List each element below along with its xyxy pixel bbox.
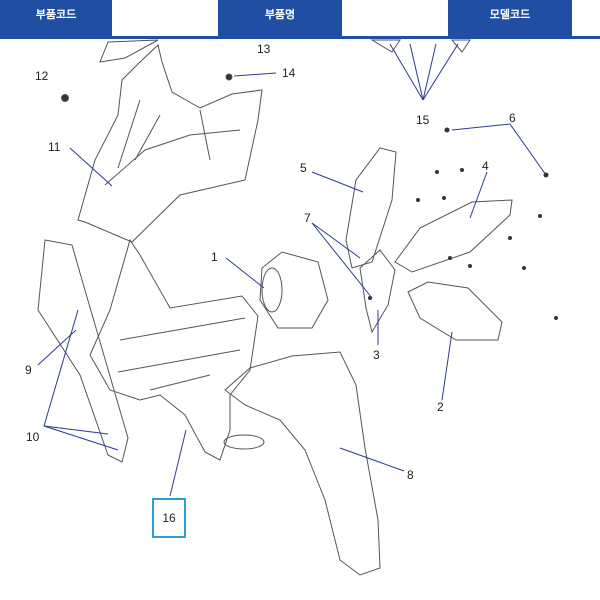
- callout-16-highlight-box[interactable]: 16: [152, 498, 186, 538]
- part-12-bolt[interactable]: [61, 94, 69, 102]
- callout-1: 1: [211, 250, 218, 264]
- tab-model-code[interactable]: 모델코드: [448, 0, 572, 36]
- part-8-front-fender[interactable]: [224, 351, 381, 576]
- screw-set: [368, 127, 558, 320]
- part-14-screw[interactable]: [225, 73, 233, 81]
- header-bar: 부품코드 부품명 모델코드: [0, 0, 600, 40]
- part-16-detail: [117, 317, 246, 391]
- tab-part-code[interactable]: 부품코드: [0, 0, 112, 36]
- part-1-headlight[interactable]: [259, 251, 329, 329]
- callout-16: 16: [162, 511, 176, 525]
- part-9-side-panel[interactable]: [37, 239, 129, 463]
- callout-11: 11: [48, 140, 61, 154]
- leader-lines: [37, 43, 547, 497]
- callout-4: 4: [482, 159, 489, 173]
- part-15-top: [370, 39, 471, 53]
- part-4-lamp[interactable]: [394, 199, 513, 273]
- part-11-upper-cowl[interactable]: [77, 44, 263, 243]
- callout-3: 3: [373, 348, 380, 362]
- part-3-bracket[interactable]: [359, 249, 396, 334]
- callout-10: 10: [26, 430, 40, 444]
- part-8-vent: [223, 434, 265, 450]
- part-2-lamp[interactable]: [407, 281, 503, 341]
- callout-2: 2: [437, 400, 444, 414]
- part-1-lens: [261, 267, 283, 313]
- tab-part-name[interactable]: 부품명: [218, 0, 342, 36]
- callout-5: 5: [300, 161, 307, 175]
- callout-14: 14: [282, 66, 296, 80]
- part-16-inner-cowl[interactable]: [89, 238, 259, 461]
- part-11-detail: [104, 99, 241, 186]
- part-13-windscreen[interactable]: [99, 39, 159, 63]
- callout-7: 7: [304, 211, 311, 225]
- part-5-cover[interactable]: [345, 147, 397, 269]
- header-divider: [0, 36, 600, 39]
- callout-8: 8: [407, 468, 414, 482]
- callout-15: 15: [416, 113, 430, 127]
- callout-13: 13: [257, 42, 271, 56]
- callout-12: 12: [35, 69, 49, 83]
- callout-9: 9: [25, 363, 32, 377]
- callout-6: 6: [509, 111, 516, 125]
